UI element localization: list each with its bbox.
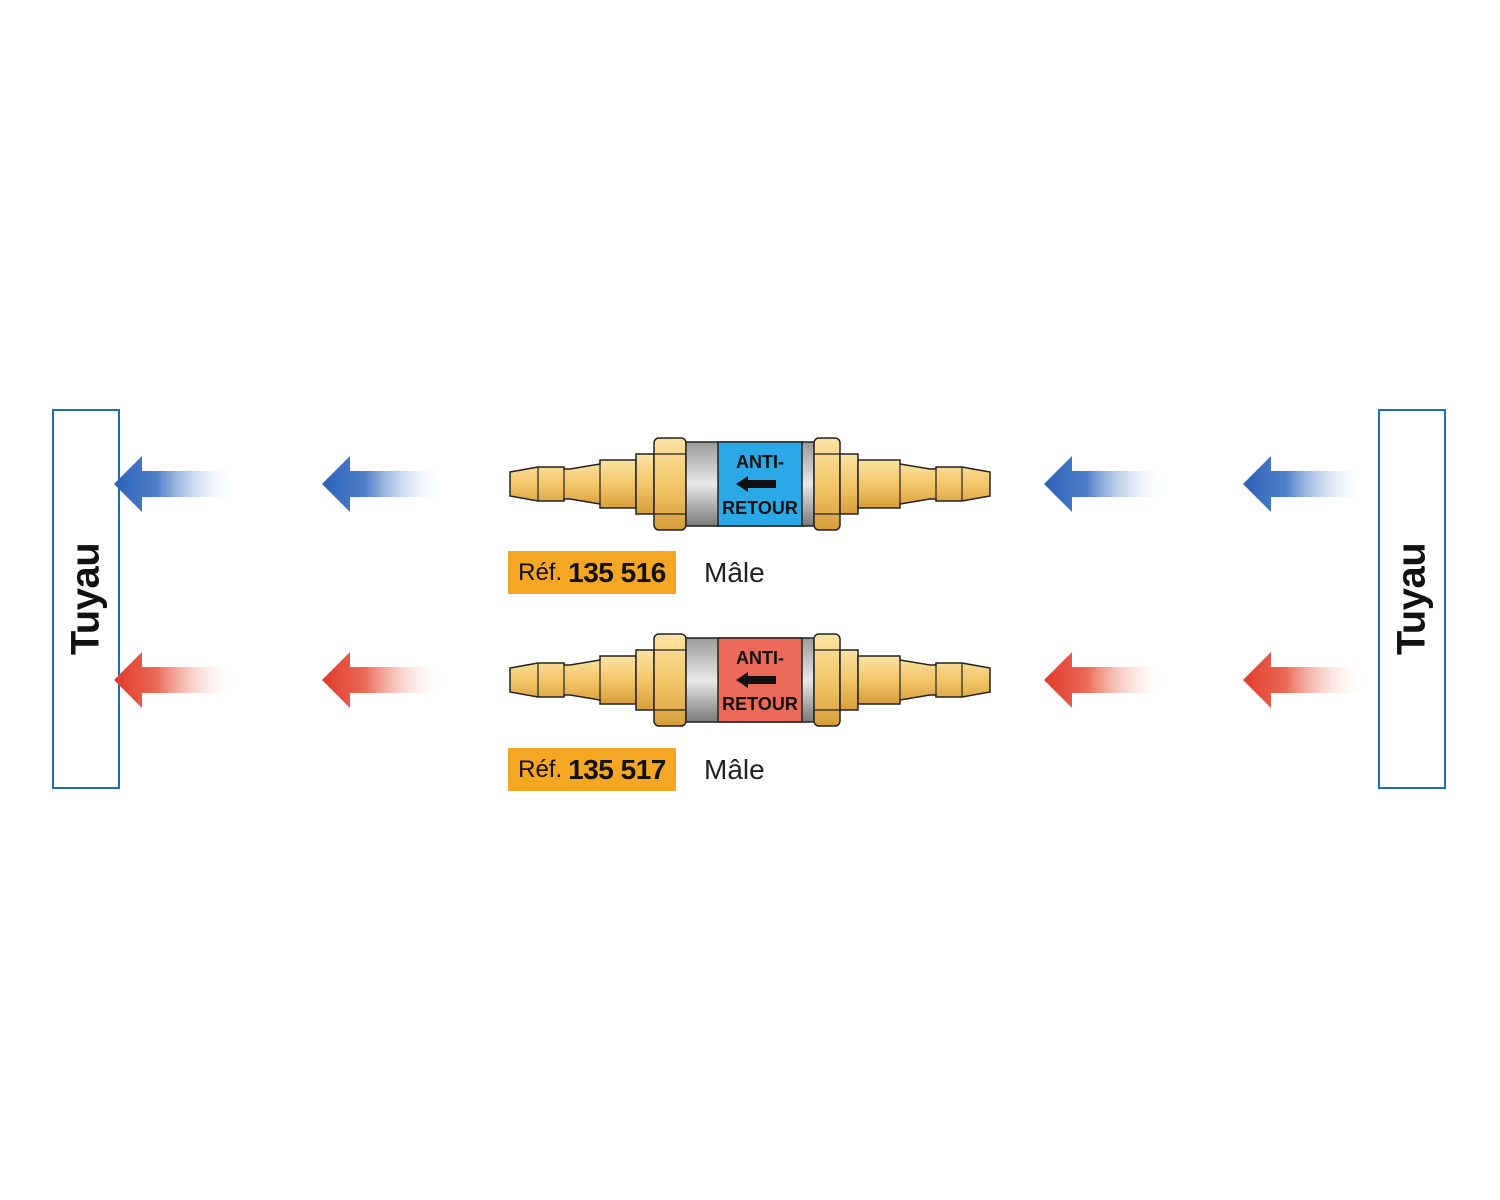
ref-prefix: Réf.: [518, 755, 563, 783]
valve-label-bottom: RETOUR: [722, 498, 798, 518]
flow-arrow-icon: [1042, 650, 1167, 710]
ref-number: 135 517: [568, 753, 666, 785]
direction-arrow-icon: [736, 476, 776, 492]
ref-badge: Réf. 135 517: [508, 748, 676, 791]
check-valve-icon: ANTI- RETOUR: [508, 434, 993, 534]
valve-label-bottom: RETOUR: [722, 694, 798, 714]
flow-arrow-icon: [1241, 650, 1366, 710]
flow-arrow-icon: [1241, 454, 1366, 514]
flow-arrow-icon: [320, 454, 445, 514]
ref-badge: Réf. 135 516: [508, 551, 676, 594]
type-label: Mâle: [704, 754, 765, 785]
type-label: Mâle: [704, 557, 765, 588]
flow-arrow-icon: [112, 454, 237, 514]
direction-arrow-icon: [736, 672, 776, 688]
valve-label-top: ANTI-: [736, 648, 784, 668]
ref-prefix: Réf.: [518, 558, 563, 586]
check-valve-icon: ANTI- RETOUR: [508, 630, 993, 730]
flow-arrow-icon: [320, 650, 445, 710]
hose-left: Tuyau: [52, 409, 120, 789]
flow-arrow-icon: [112, 650, 237, 710]
hose-right-label: Tuyau: [1389, 542, 1434, 656]
valve-label-top: ANTI-: [736, 452, 784, 472]
flow-arrow-icon: [1042, 454, 1167, 514]
ref-number: 135 516: [568, 556, 666, 588]
hose-left-label: Tuyau: [63, 542, 108, 656]
hose-right: Tuyau: [1378, 409, 1446, 789]
